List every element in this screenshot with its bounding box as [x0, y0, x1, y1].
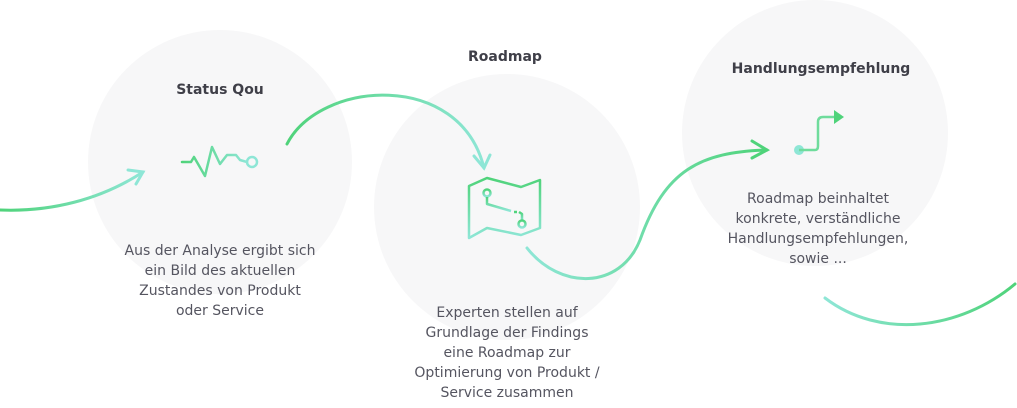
arrow-head-2: [472, 153, 492, 171]
desc-line: Service zusammen: [440, 385, 574, 401]
step-desc-status: Aus der Analyse ergibt sich ein Bild des…: [70, 241, 370, 321]
step-title-roadmap: Roadmap: [468, 49, 542, 65]
route-arrow-icon: [794, 110, 844, 155]
desc-line: oder Service: [175, 303, 264, 319]
step-desc-roadmap: Experten stellen auf Grundlage der Findi…: [357, 303, 657, 403]
step-circle-roadmap: [374, 74, 640, 340]
desc-line: Handlungsempfehlungen,: [727, 231, 909, 247]
desc-line: Aus der Analyse ergibt sich: [124, 243, 316, 259]
step-circle-handlung: [682, 0, 948, 266]
map-icon: [467, 176, 542, 240]
arrow-head-3: [750, 139, 771, 160]
desc-line: Zustandes von Produkt: [139, 283, 301, 299]
desc-line: Grundlage der Findings: [425, 325, 589, 341]
desc-line: sowie ...: [789, 251, 847, 267]
connector-arrow-3: [525, 148, 769, 281]
step-title-status: Status Qou: [176, 82, 264, 98]
step-desc-handlung: Roadmap beinhaltet konkrete, verständlic…: [668, 189, 968, 269]
desc-line: Experten stellen auf: [436, 305, 578, 321]
desc-line: Roadmap beinhaltet: [747, 191, 889, 207]
step-title-handlung: Handlungsempfehlung: [731, 61, 911, 77]
desc-line: konkrete, verständliche: [735, 211, 901, 227]
connector-tail: [823, 282, 1017, 326]
desc-line: Optimierung von Produkt /: [414, 365, 600, 381]
arrow-head-1: [126, 168, 146, 186]
desc-line: eine Roadmap zur: [443, 345, 571, 361]
desc-line: ein Bild des aktuellen: [144, 263, 296, 279]
heartbeat-icon: [180, 145, 259, 178]
connector-arrow-2: [285, 93, 486, 170]
connector-arrow-1: [0, 170, 145, 212]
